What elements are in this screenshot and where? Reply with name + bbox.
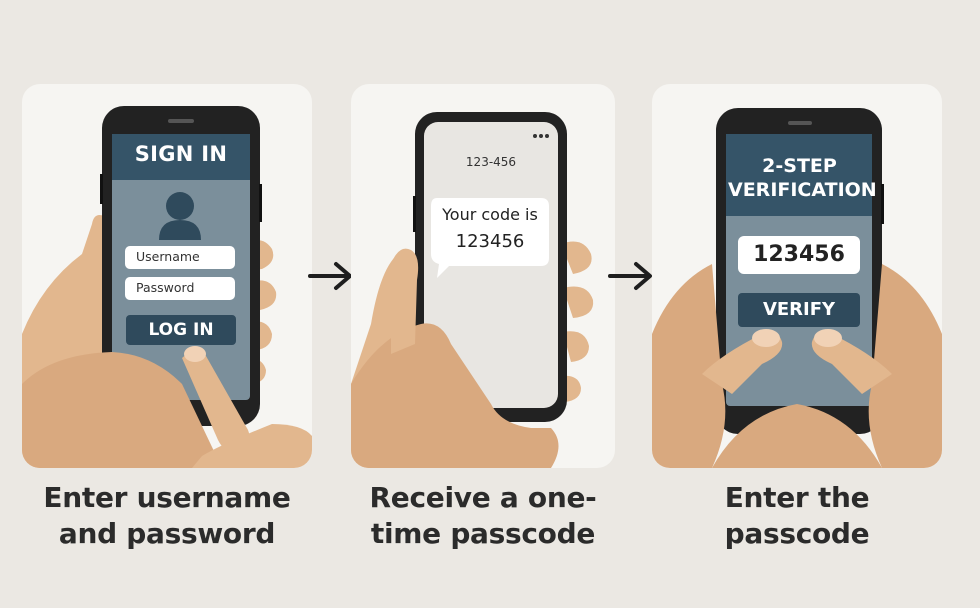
verify-button[interactable]: VERIFY bbox=[738, 293, 860, 327]
step-1-panel: SIGN IN Username Password LOG IN bbox=[22, 84, 312, 468]
step-1-caption-line-2: and password bbox=[58, 517, 276, 550]
password-field[interactable]: Password bbox=[125, 277, 235, 300]
sign-in-title: SIGN IN bbox=[134, 142, 228, 166]
step-2-caption: Receive a one- time passcode bbox=[351, 480, 615, 552]
sms-bubble bbox=[431, 198, 549, 278]
step-3-caption-line-2: passcode bbox=[724, 517, 870, 550]
step-2-caption-line-2: time passcode bbox=[370, 517, 596, 550]
user-avatar-icon bbox=[159, 192, 201, 240]
step-2-panel: 123-456 Your code is 123456 bbox=[351, 84, 615, 468]
verify-phone-illustration bbox=[652, 108, 942, 468]
right-arrow-icon bbox=[608, 262, 652, 290]
login-button[interactable]: LOG IN bbox=[126, 315, 236, 345]
right-arrow-icon bbox=[308, 262, 352, 290]
verification-title-line-2: VERIFICATION bbox=[728, 179, 877, 201]
verification-title-line-1: 2-STEP bbox=[762, 155, 837, 177]
passcode-input[interactable]: 123456 bbox=[738, 236, 860, 274]
sms-message-line-1: Your code is bbox=[442, 205, 538, 224]
step-2-caption-line-1: Receive a one- bbox=[369, 481, 597, 514]
sms-phone-illustration bbox=[351, 112, 594, 468]
step-3-caption-line-1: Enter the bbox=[724, 481, 870, 514]
sms-sender: 123-456 bbox=[465, 155, 517, 169]
step-3-caption: Enter the passcode bbox=[652, 480, 942, 552]
username-field[interactable]: Username bbox=[125, 246, 235, 269]
step-1-caption: Enter username and password bbox=[22, 480, 312, 552]
verification-title: 2-STEP VERIFICATION bbox=[728, 154, 877, 202]
step-3-panel: 2-STEP VERIFICATION 123456 VERIFY bbox=[652, 84, 942, 468]
step-1-caption-line-1: Enter username bbox=[43, 481, 291, 514]
sms-message-code: 123456 bbox=[455, 231, 525, 252]
